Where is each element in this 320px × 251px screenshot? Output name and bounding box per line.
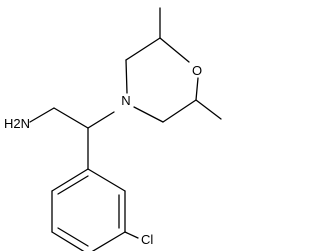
bond-c2-o	[159, 37, 190, 63]
bond-o-c6	[195, 77, 199, 101]
bond-aromatic-inner-1	[57, 175, 89, 195]
bonds	[29, 7, 222, 251]
bond-ch2-ch	[53, 107, 89, 129]
bond-aromatic-inner-3	[57, 227, 89, 247]
bond-ar4-ar5	[51, 231, 85, 251]
bond-c3-c2	[125, 37, 161, 61]
bond-n-c3	[125, 59, 128, 94]
amine-label: H2N	[4, 116, 30, 131]
bond-ch-n	[87, 111, 115, 129]
bond-ar3-cl	[124, 231, 139, 239]
bond-ar1-ar2	[87, 168, 126, 192]
nitrogen-label: N	[121, 93, 130, 108]
atom-labels: H2N N O Cl	[4, 63, 202, 247]
chlorine-label: Cl	[141, 232, 153, 247]
bond-ar6-ar1	[51, 168, 89, 192]
bond-c5-n	[133, 106, 164, 123]
bond-c6-c5	[162, 99, 197, 123]
bond-c6-methyl	[195, 99, 222, 120]
bond-ar3-ar4	[91, 231, 126, 251]
bond-nh2-ch2	[29, 107, 55, 123]
oxygen-label: O	[192, 63, 202, 78]
chemical-structure: H2N N O Cl	[4, 7, 222, 251]
